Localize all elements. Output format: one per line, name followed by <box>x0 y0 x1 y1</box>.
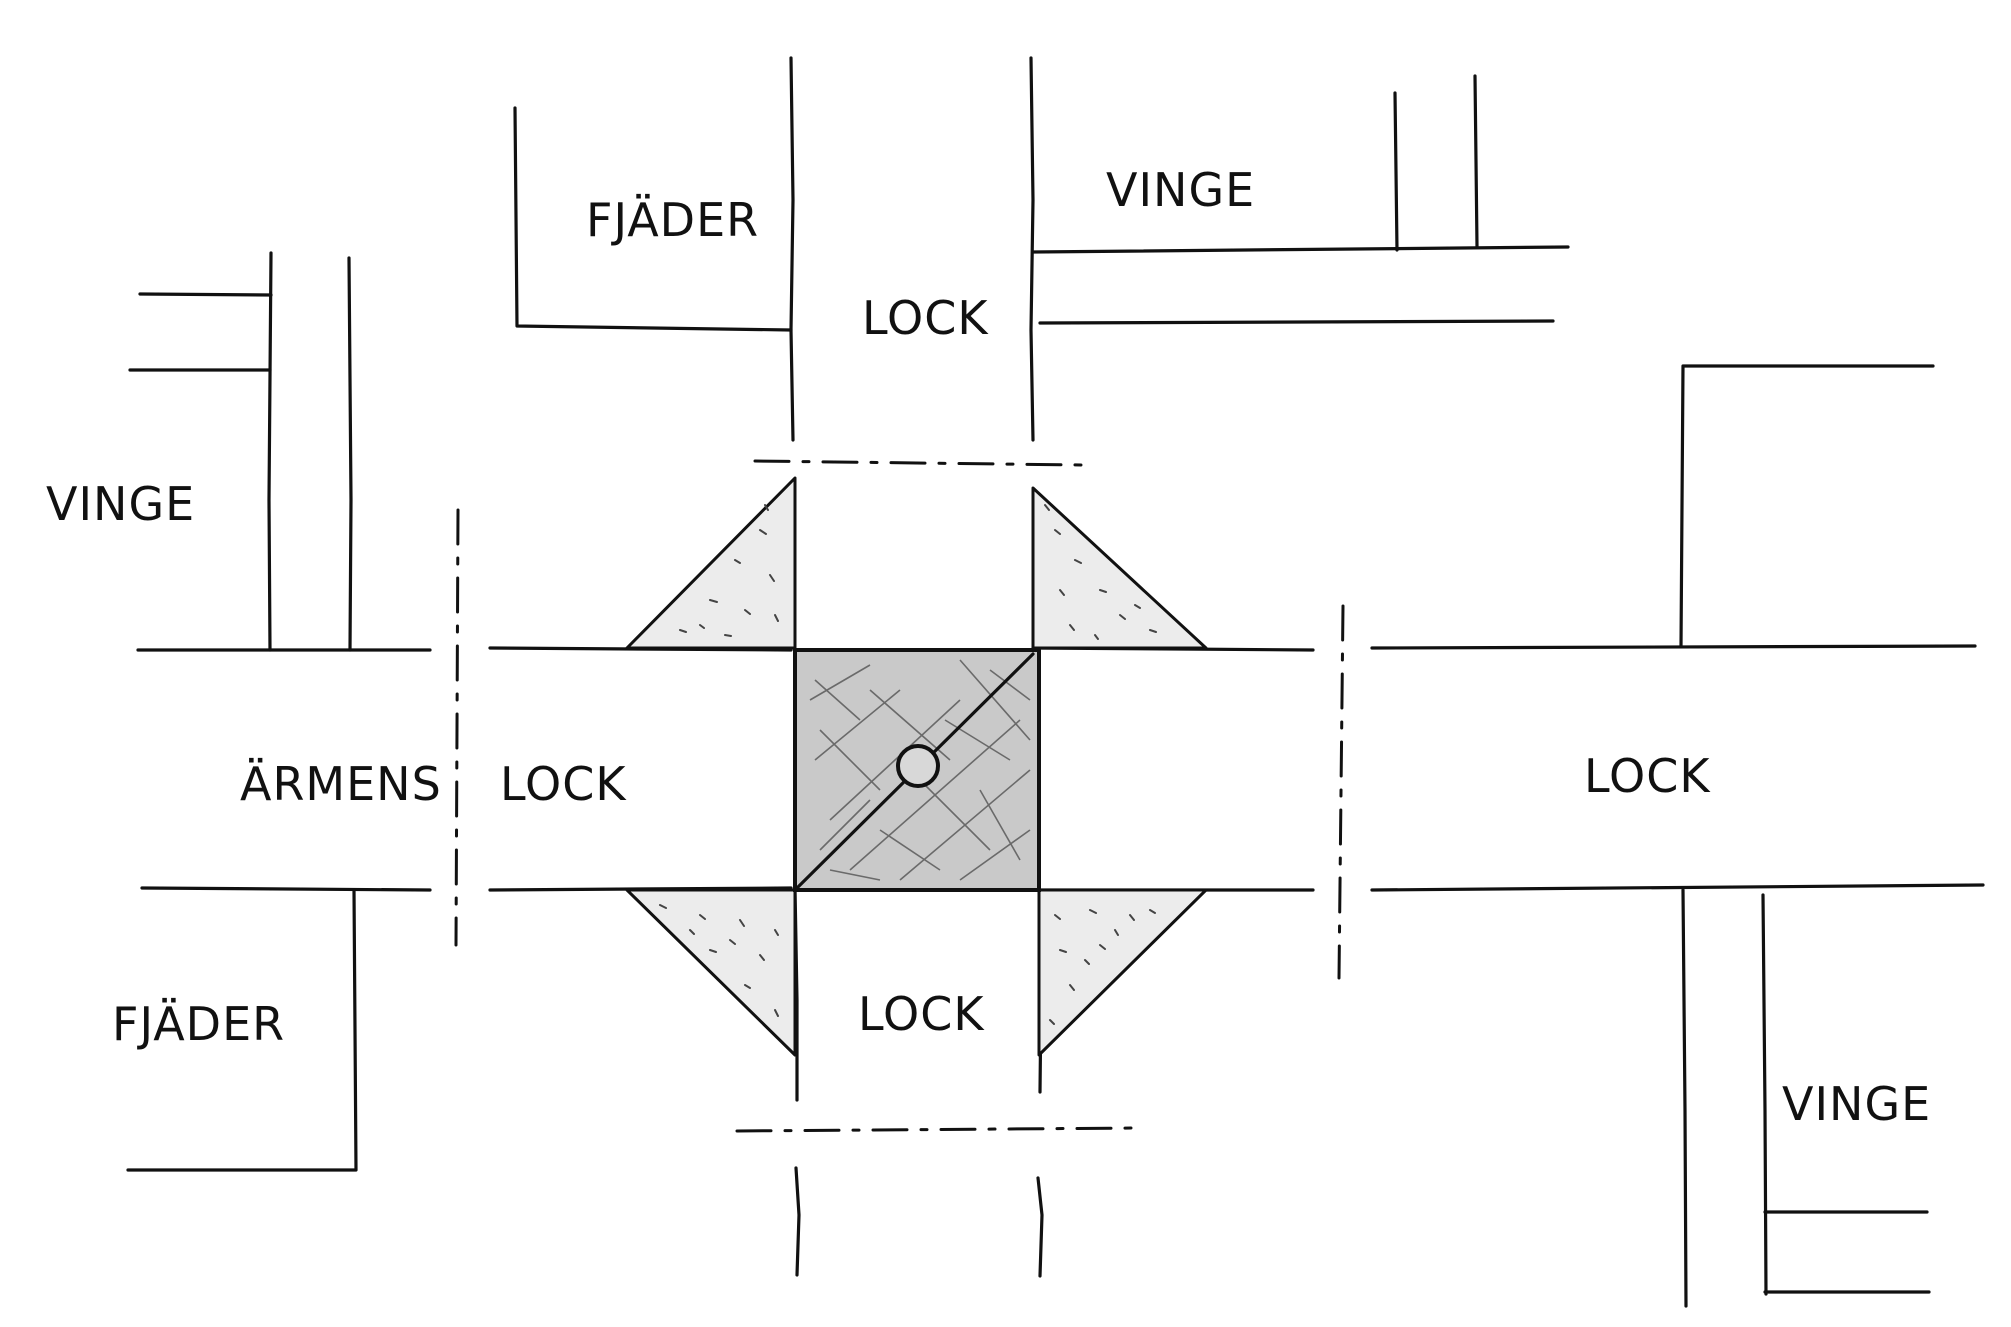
center-pivot <box>793 648 1041 892</box>
gusset-top-right <box>1031 486 1208 650</box>
label-vinge-top: VINGE <box>1106 163 1255 217</box>
right-upper-flap-outline <box>1679 364 1935 648</box>
right-fold-line <box>1337 604 1345 980</box>
label-vinge-left: VINGE <box>46 477 195 531</box>
vinge-br-fold-2 <box>1761 893 1768 1296</box>
vinge-top-fold-2 <box>1473 74 1479 248</box>
gusset-stipple <box>659 504 1157 1025</box>
right-arm-top-edge-b <box>1370 644 1977 650</box>
vinge-left-fold-2 <box>347 256 353 652</box>
vinge-bottom-right-flap <box>1681 888 1931 1308</box>
gusset-top-left <box>625 476 797 650</box>
gusset-bottom-left <box>625 888 797 1057</box>
right-arm-bottom-edge-b <box>1370 883 1985 892</box>
vinge-left-flap <box>128 251 353 652</box>
bottom-arm <box>793 886 1044 1278</box>
bottom-arm-right-tail <box>1036 1176 1044 1278</box>
fjader-top-flap-outline <box>513 106 793 332</box>
bottom-fold-line <box>735 1126 1138 1133</box>
top-arm-left-edge <box>789 56 795 442</box>
label-lock-right: LOCK <box>1584 749 1711 803</box>
bottom-arm-left-tail <box>794 1166 801 1277</box>
left-fold-line <box>454 508 460 947</box>
vinge-top-line-lower <box>1038 319 1555 325</box>
vinge-top-fold-1 <box>1393 91 1399 252</box>
label-lock-left: LOCK <box>500 757 627 811</box>
fjader-bottom-flap-outline <box>126 888 358 1172</box>
top-fold-line <box>753 459 1085 467</box>
vinge-top-line-upper <box>1031 245 1570 254</box>
pivot-rivet-icon <box>896 744 940 788</box>
corner-gussets <box>625 476 1208 1057</box>
label-vinge-bottom-right: VINGE <box>1782 1077 1931 1131</box>
vinge-br-fold-1 <box>1681 888 1688 1308</box>
vinge-left-fold-1 <box>267 251 273 652</box>
left-arm-bottom-edge-a <box>140 886 432 892</box>
top-arm-right-edge <box>1029 56 1035 442</box>
label-lock-bottom: LOCK <box>858 987 985 1041</box>
label-fjader-bottom: FJÄDER <box>112 997 285 1051</box>
left-arm <box>136 646 793 892</box>
pivot-hatching <box>809 659 1031 881</box>
right-arm <box>1031 644 1985 892</box>
top-arm <box>789 56 1035 442</box>
gusset-bottom-right <box>1037 888 1208 1057</box>
vinge-left-line-upper <box>138 292 273 297</box>
label-armens: ÄRMENS <box>240 757 442 811</box>
labels: FJÄDER VINGE LOCK VINGE ÄRMENS LOCK LOCK… <box>46 163 1931 1131</box>
vinge-top-flap <box>1031 74 1570 325</box>
label-fjader-top: FJÄDER <box>586 193 759 247</box>
label-lock-top: LOCK <box>862 291 989 345</box>
